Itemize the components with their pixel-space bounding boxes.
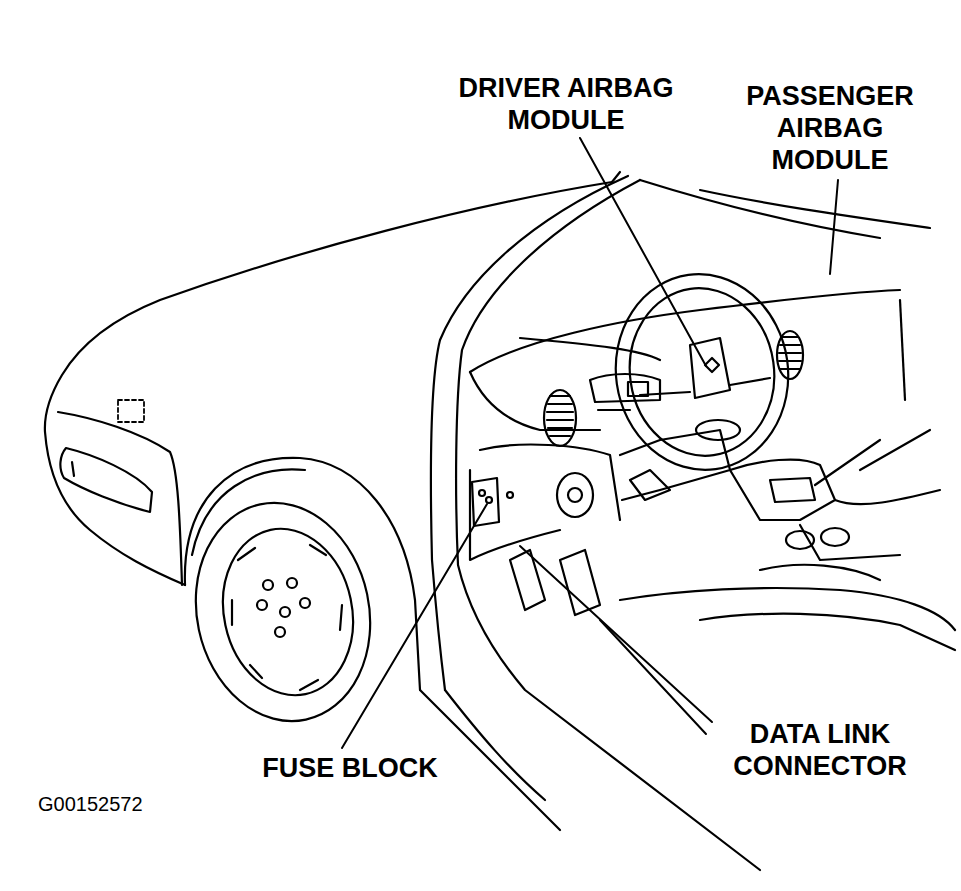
fuse-block-symbol xyxy=(486,497,492,503)
dashboard xyxy=(480,445,620,520)
car-body xyxy=(118,400,144,422)
dashboard xyxy=(800,525,900,560)
wheel xyxy=(275,627,285,637)
dashboard xyxy=(470,372,600,430)
steering-wheel xyxy=(640,378,770,395)
leader-line xyxy=(830,180,838,274)
car-body xyxy=(185,458,420,690)
dashboard xyxy=(700,614,955,650)
car-body xyxy=(456,180,760,870)
car-body xyxy=(612,172,620,182)
fuse-block-symbol xyxy=(472,478,499,526)
dashboard xyxy=(770,478,815,502)
car-body xyxy=(72,462,74,476)
dashboard xyxy=(630,470,670,500)
car-body xyxy=(445,690,545,800)
dashboard xyxy=(730,460,835,520)
figure-code: G00152572 xyxy=(38,792,198,816)
wheel xyxy=(300,598,310,608)
dashboard xyxy=(835,490,940,504)
leader-line xyxy=(600,620,706,734)
dashboard xyxy=(520,338,660,360)
car-body xyxy=(60,448,152,512)
car-body xyxy=(45,182,612,432)
dashboard xyxy=(760,565,880,580)
car-body xyxy=(58,412,182,585)
dashboard xyxy=(620,588,955,630)
dashboard xyxy=(590,374,660,402)
part-label: PASSENGER AIRBAG MODULE xyxy=(730,80,930,176)
dashboard xyxy=(470,290,900,372)
steering-wheel xyxy=(705,358,719,372)
steering-wheel xyxy=(619,279,785,465)
leader-line xyxy=(342,504,487,748)
wheel xyxy=(176,487,390,738)
wheel xyxy=(280,607,290,617)
car-body xyxy=(420,690,560,830)
dashboard xyxy=(544,390,576,446)
leader-line xyxy=(580,138,706,366)
car-body xyxy=(431,176,628,690)
dashboard xyxy=(470,470,560,560)
leader-line xyxy=(520,546,712,722)
dashboard xyxy=(510,550,545,610)
dashboard xyxy=(568,488,582,502)
dashboard xyxy=(821,528,849,546)
car-body xyxy=(640,180,880,238)
wheel xyxy=(176,487,390,738)
fuse-block-symbol xyxy=(479,490,485,496)
wheel xyxy=(257,600,267,610)
leader-line xyxy=(342,138,838,748)
car-body xyxy=(192,469,305,555)
part-label: FUSE BLOCK xyxy=(250,752,450,784)
wheel xyxy=(208,517,368,708)
steering-wheel xyxy=(603,263,801,481)
car-body xyxy=(700,190,930,228)
steering-wheel xyxy=(696,420,740,440)
part-label: DATA LINK CONNECTOR xyxy=(720,718,920,782)
fuse-block-symbol xyxy=(507,492,513,498)
dashboard xyxy=(547,396,573,436)
part-label: DRIVER AIRBAG MODULE xyxy=(435,72,697,136)
wheel xyxy=(287,578,297,588)
car-body xyxy=(45,432,185,585)
wheel xyxy=(263,580,273,590)
car-body xyxy=(45,172,930,870)
dashboard xyxy=(560,550,600,615)
dashboard xyxy=(557,473,593,517)
steering-wheel xyxy=(603,263,801,481)
wheel xyxy=(232,545,342,690)
dashboard xyxy=(900,300,905,400)
dashboard xyxy=(815,430,930,485)
dashboard xyxy=(786,531,814,549)
